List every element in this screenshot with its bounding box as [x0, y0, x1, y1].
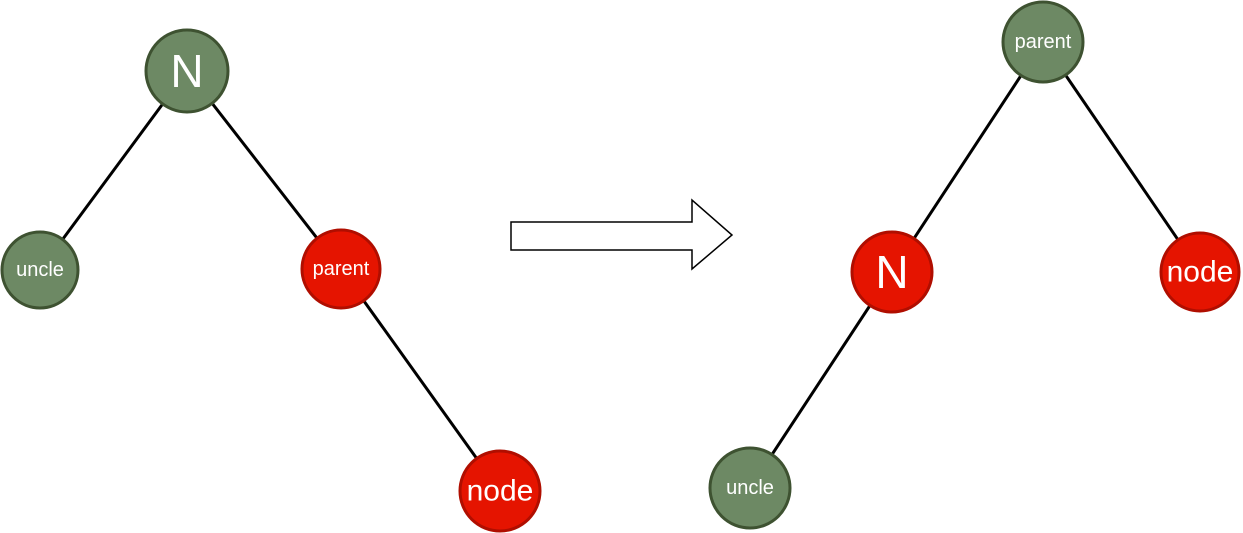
right-node-n-circle — [850, 230, 934, 314]
arrow-right-icon — [510, 198, 734, 271]
left-node-n-circle — [144, 28, 230, 114]
right-node-parent-circle — [1001, 0, 1085, 84]
left-node-uncle: uncle — [0, 230, 80, 310]
right-node-parent: parent — [1001, 0, 1085, 84]
right-node-node-label: node — [1167, 256, 1234, 289]
left-edge-parent-node — [339, 268, 502, 492]
right-node-node-circle — [1159, 231, 1241, 313]
left-tree: N uncle parent node — [0, 28, 542, 533]
right-node-n-label: N — [875, 246, 908, 298]
left-node-node-circle — [458, 449, 542, 533]
right-tree: parent N node uncle — [708, 0, 1241, 530]
left-node-node: node — [458, 449, 542, 533]
right-node-parent-label: parent — [1015, 31, 1072, 53]
right-edge-parent-n — [890, 41, 1045, 273]
right-node-uncle-circle — [708, 446, 792, 530]
left-node-n: N — [144, 28, 230, 114]
right-node-uncle: uncle — [708, 446, 792, 530]
left-node-parent-label: parent — [313, 258, 370, 280]
right-node-node: node — [1159, 231, 1241, 313]
left-node-node-label: node — [467, 475, 534, 508]
right-edge-parent-node — [1041, 41, 1202, 273]
left-node-parent-circle — [300, 228, 382, 310]
right-edge-n-uncle — [748, 271, 894, 489]
right-node-n: N — [850, 230, 934, 314]
left-node-parent: parent — [300, 228, 382, 310]
left-node-n-label: N — [170, 45, 203, 97]
left-node-uncle-label: uncle — [16, 259, 64, 281]
right-node-uncle-label: uncle — [726, 477, 774, 499]
left-node-uncle-circle — [0, 230, 80, 310]
